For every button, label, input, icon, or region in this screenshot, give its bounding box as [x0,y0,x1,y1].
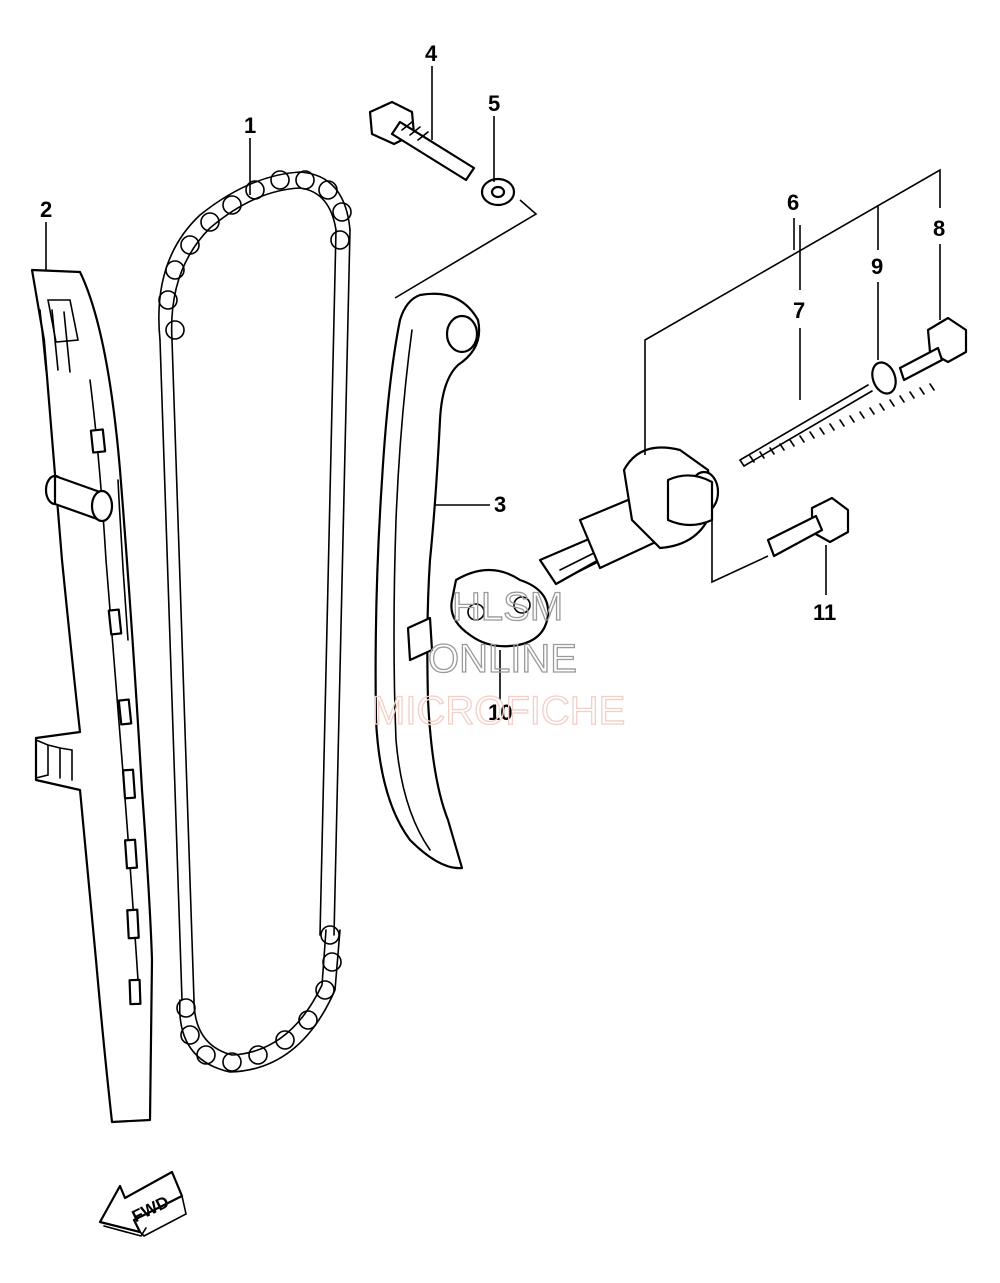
callout-8: 8 [933,216,945,241]
watermark-line-1: HLSM [452,585,563,629]
fwd-arrow-icon: FWD [98,1170,187,1237]
part-11-bolt [766,496,850,558]
callout-6: 6 [787,190,799,215]
callout-10: 10 [488,700,512,725]
part-1-cam-chain [158,170,352,1073]
watermark-line-2: ONLINE [428,637,577,681]
callout-labels: 1 2 3 4 5 6 7 8 9 10 11 [40,41,945,725]
callout-1: 1 [244,113,256,138]
chain-links-bottom [176,925,342,1072]
callout-5: 5 [488,91,500,116]
part-9-o-ring [871,361,897,395]
part-3-tensioner-arm [374,292,481,870]
part-8-cap-bolt [898,316,968,382]
part-4-bolt [368,100,476,182]
chain-links-top [158,170,352,340]
callout-2: 2 [40,197,52,222]
callout-7: 7 [793,298,805,323]
callout-3: 3 [494,492,506,517]
watermark: HLSM ONLINE MICROFICHE [371,584,626,733]
watermark-line-3: MICROFICHE [372,689,625,733]
part-2-chain-guide [30,268,154,1124]
part-7-spring [739,383,935,467]
part-6-tensioner-adjuster [538,446,720,586]
callout-9: 9 [871,254,883,279]
leader-lines [45,66,941,700]
callout-4: 4 [425,41,438,66]
part-5-washer [480,177,516,207]
callout-11: 11 [813,600,836,625]
part-10-gasket [450,569,550,648]
